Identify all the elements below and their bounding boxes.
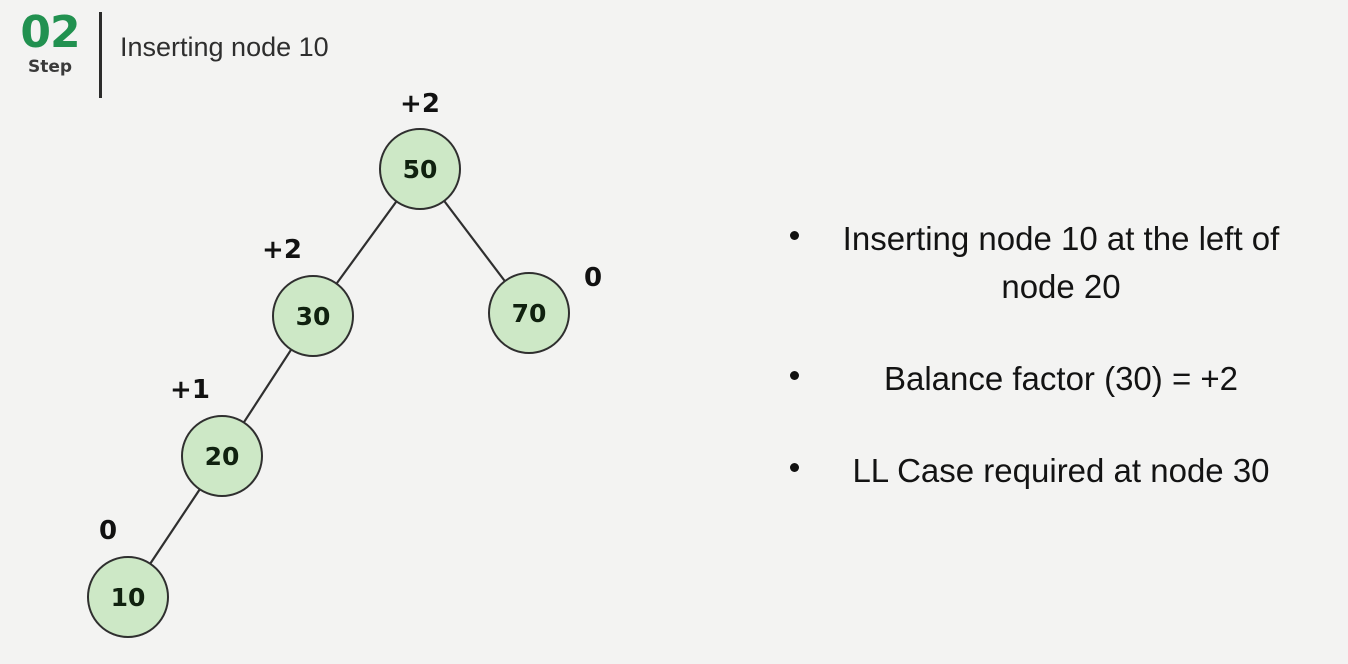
bullet-text: LL Case required at node 30 — [852, 452, 1270, 489]
list-item: LL Case required at node 30 — [790, 447, 1310, 495]
tree-edge — [149, 488, 201, 565]
balance-factor-label-30: +2 — [262, 235, 302, 265]
tree-node-value: 30 — [295, 301, 331, 331]
bullet-dot-icon — [790, 355, 824, 380]
tree-edge — [242, 348, 293, 424]
step-label: Step — [27, 57, 73, 77]
tree-edges — [149, 200, 506, 565]
bullet-text: Inserting node 10 at the left of node 20 — [842, 220, 1280, 305]
slide-header: 02 Step Inserting node 10 — [0, 0, 1348, 110]
tree-node-value: 20 — [204, 441, 240, 471]
avl-tree-diagram: 50 30 70 20 10 +2 +2 0 +1 0 — [87, 89, 603, 638]
balance-factor-label-50: +2 — [400, 89, 440, 119]
header-divider — [99, 12, 102, 98]
bullet-dot-icon — [790, 447, 824, 472]
tree-node-70[interactable]: 70 — [488, 272, 570, 354]
step-indicator: 02 Step — [10, 7, 90, 78]
tree-node-30[interactable]: 30 — [272, 275, 354, 357]
tree-node-20[interactable]: 20 — [181, 415, 263, 497]
tree-node-10[interactable]: 10 — [87, 556, 169, 638]
page-title: Inserting node 10 — [120, 32, 329, 62]
tree-node-value: 70 — [511, 298, 547, 328]
balance-factor-label-70: 0 — [583, 263, 603, 293]
tree-edge — [443, 200, 506, 282]
step-number: 02 — [20, 7, 80, 58]
explanation-bullet-list: Inserting node 10 at the left of node 20… — [790, 215, 1310, 539]
tree-node-50[interactable]: 50 — [379, 128, 461, 210]
list-item: Balance factor (30) = +2 — [790, 355, 1310, 403]
tree-node-value: 50 — [402, 154, 438, 184]
list-item: Inserting node 10 at the left of node 20 — [790, 215, 1310, 311]
tree-edge — [335, 200, 398, 285]
balance-factor-label-10: 0 — [98, 516, 118, 546]
bullet-dot-icon — [790, 215, 824, 240]
tree-node-value: 10 — [110, 582, 146, 612]
bullet-text: Balance factor (30) = +2 — [883, 360, 1239, 397]
balance-factor-label-20: +1 — [170, 375, 210, 405]
